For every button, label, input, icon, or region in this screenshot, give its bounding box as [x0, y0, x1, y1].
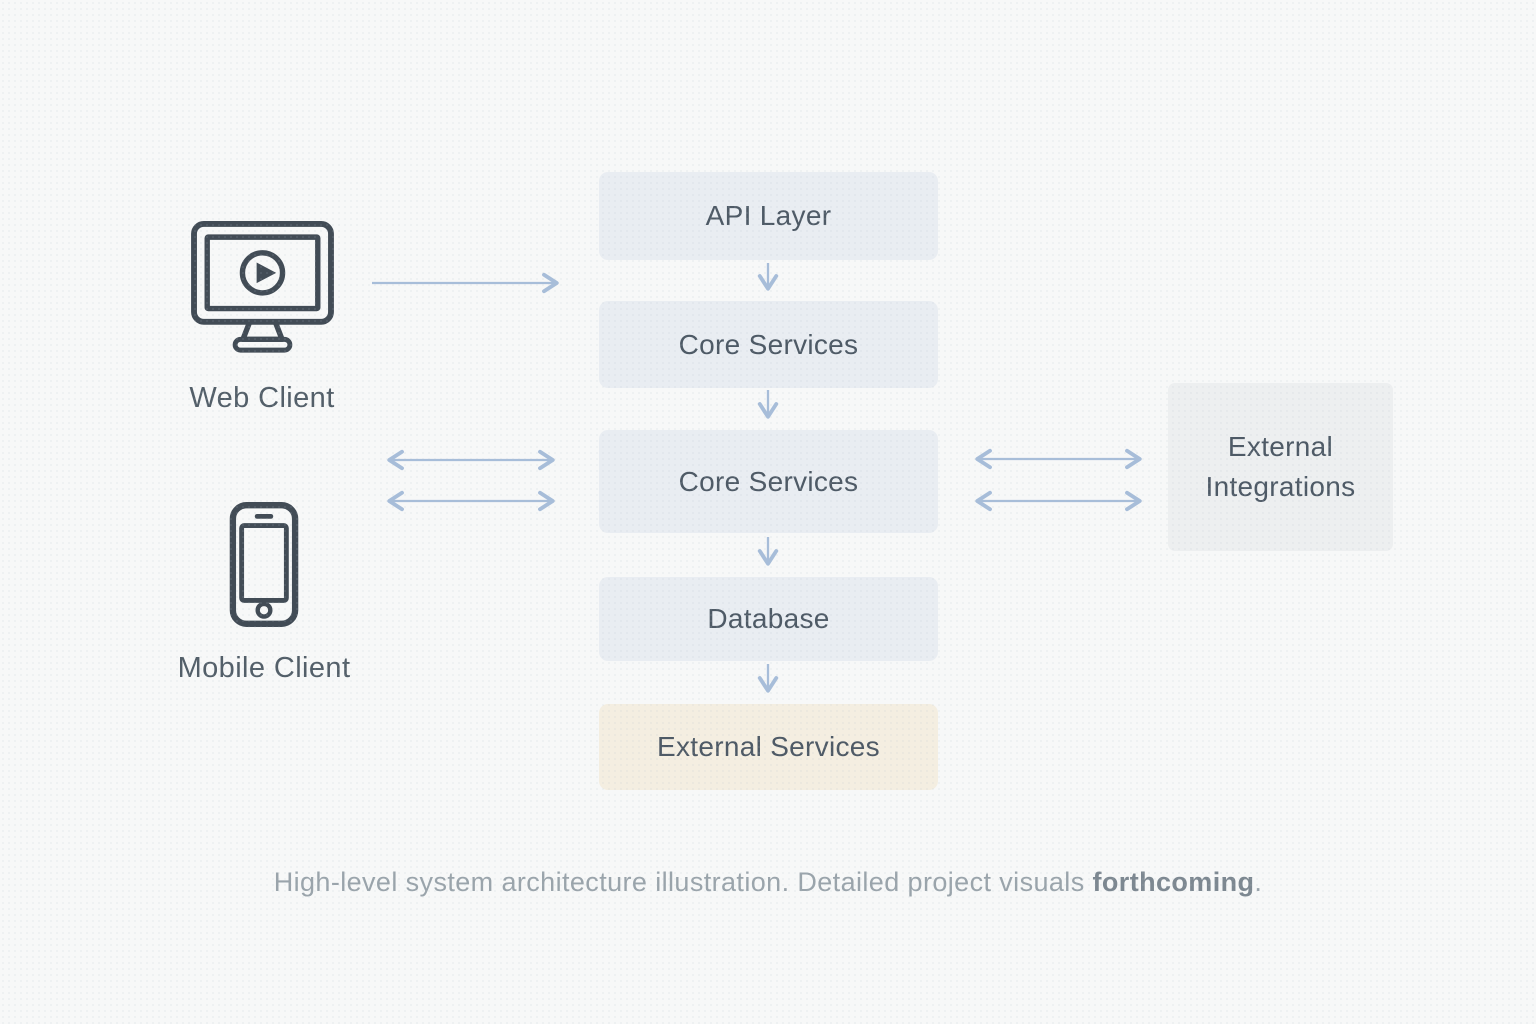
- node-core-services-upper: Core Services: [599, 301, 938, 388]
- node-external-integrations: External Integrations: [1168, 383, 1393, 551]
- monitor-play-icon: [190, 220, 334, 353]
- caption-emphasis: forthcoming: [1092, 867, 1255, 897]
- node-core-services-main: Core Services: [599, 430, 938, 533]
- caption-period: .: [1254, 867, 1263, 897]
- caption-lead: High-level system architecture illustrat…: [273, 867, 1093, 897]
- smartphone-icon: [229, 502, 299, 627]
- node-api-layer-label: API Layer: [705, 200, 832, 231]
- node-database-label: Database: [707, 603, 830, 634]
- node-external-services: External Services: [599, 704, 938, 790]
- node-core-services-upper-label: Core Services: [678, 328, 859, 360]
- external-integrations-line1: External: [1227, 431, 1334, 463]
- play-glyph: [256, 262, 276, 284]
- node-database: Database: [599, 577, 938, 661]
- node-core-services-main-label: Core Services: [678, 465, 859, 497]
- mobile-client: Mobile Client: [149, 501, 379, 685]
- web-client-label: Web Client: [189, 382, 335, 414]
- node-api-layer: API Layer: [599, 172, 938, 260]
- caption: High-level system architecture illustrat…: [0, 867, 1536, 898]
- mobile-client-label: Mobile Client: [177, 652, 351, 684]
- web-client: Web Client: [147, 220, 377, 415]
- external-integrations-line2: Integrations: [1205, 471, 1356, 502]
- node-external-services-label: External Services: [657, 731, 880, 762]
